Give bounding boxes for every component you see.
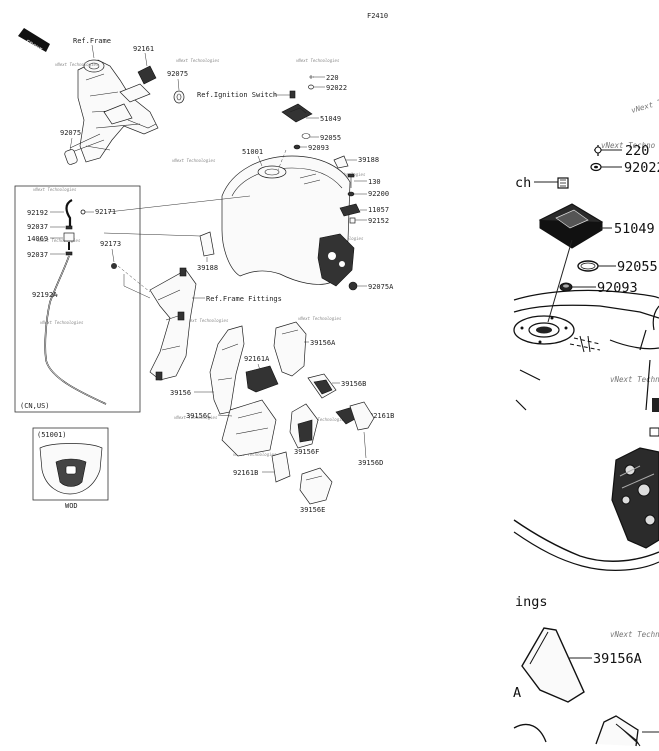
- panel-39156A: [273, 321, 307, 377]
- watermark: vNext Technologies: [233, 452, 277, 457]
- grommet-92075: [173, 90, 185, 104]
- front-arrow-icon: FRONT: [18, 28, 50, 54]
- part-92075-top: 92075: [167, 70, 188, 78]
- watermark: vNext Technologies: [37, 238, 81, 243]
- ref-frame-label: Ref.Frame: [73, 37, 111, 45]
- part-92161B: 92161B: [369, 412, 394, 420]
- zoom-fuel-pump: [611, 447, 659, 549]
- part-130: 130: [368, 178, 381, 186]
- zoom-panel-39156A: [521, 627, 585, 703]
- part-220: 220: [326, 74, 339, 82]
- watermark: vNext Technologies: [174, 415, 218, 420]
- screw-part: [289, 90, 296, 99]
- part-39188-top: 39188: [358, 156, 379, 164]
- fuel-tank-51001: [221, 149, 355, 287]
- part-92093: 92093: [308, 144, 329, 152]
- inset-region-label: (CN,US): [20, 402, 50, 410]
- zoom-watermark: vNext Techno: [610, 630, 659, 639]
- zoom-watermark: vNext Techno: [601, 141, 656, 150]
- part-39156C: 39156C: [186, 412, 211, 420]
- part-51049: 51049: [320, 115, 341, 123]
- figure-code: F2410: [367, 12, 388, 20]
- part-92161A: 92161A: [244, 355, 270, 363]
- filler-cap-51049: [281, 103, 313, 123]
- part-92161: 92161: [133, 45, 154, 53]
- part-39156E: 39156E: [300, 506, 325, 514]
- part-92022: 92022: [326, 84, 347, 92]
- zoom-part-92022: 92022: [624, 160, 659, 176]
- part-39156B: 39156B: [341, 380, 366, 388]
- watermark: vNext Technologies: [40, 320, 84, 325]
- part-14069: 14069: [27, 235, 48, 243]
- part-39156D: 39156D: [358, 459, 383, 467]
- zoom-watermark: vNext Techno: [630, 91, 659, 115]
- zoom-ch-text: ch: [515, 175, 531, 191]
- part-92192A: 92192A: [32, 291, 58, 299]
- pad-92161B-b: [271, 451, 291, 483]
- part-92075A: 92075A: [368, 283, 394, 291]
- part-39156A: 39156A: [310, 339, 336, 347]
- part-92152: 92152: [368, 217, 389, 225]
- zoom-part-220: 220: [625, 143, 649, 159]
- ref-frame-fittings-label: Ref.Frame Fittings: [206, 295, 282, 303]
- part-92037-a: 92037: [27, 223, 48, 231]
- panel-39156E: [299, 467, 333, 505]
- fitting-tag-label: (51001): [37, 431, 67, 439]
- watermark: vNext Technologies: [172, 158, 216, 163]
- filter-14069: [63, 232, 75, 242]
- part-92200: 92200: [368, 190, 389, 198]
- inset-cn-us-box: [14, 185, 141, 413]
- panel-39156: [209, 325, 245, 415]
- watermark: vNext Technologies: [55, 62, 99, 67]
- zoom-part-51049: 51049: [614, 221, 655, 237]
- frame-fittings-bracket: [149, 267, 197, 381]
- part-92161B-b: 92161B: [233, 469, 258, 477]
- watermark: vNext Technologies: [33, 187, 77, 192]
- ref-ignition-switch-label: Ref.Ignition Switch: [197, 91, 277, 99]
- grip-pad: [137, 65, 157, 85]
- panel-39156C: [221, 399, 277, 457]
- part-39156F: 39156F: [294, 448, 319, 456]
- zoom-a-text: A: [513, 685, 521, 701]
- part-92171: 92171: [95, 208, 116, 216]
- watermark: vNext Technologies: [296, 58, 340, 63]
- hose-92192A: [44, 255, 107, 405]
- zoom-part-92093: 92093: [597, 280, 638, 296]
- frame-assembly: [64, 59, 159, 165]
- pad-92161A: [245, 365, 279, 393]
- watermark: vNext Technologies: [176, 58, 220, 63]
- part-39188-bottom: 39188: [197, 264, 218, 272]
- zoomed-detail-view: vNext Techno vNext Techno vNext Techno v…: [513, 91, 659, 747]
- zoom-watermark: vNext Techno: [610, 375, 659, 384]
- watermark: vNext Technologies: [298, 316, 342, 321]
- zoom-part-39156A: 39156A: [593, 651, 642, 667]
- zoom-part-92055: 92055: [617, 259, 658, 275]
- watermark: vNext Technologies: [303, 417, 347, 422]
- part-11057: 11057: [368, 206, 389, 214]
- part-92075-left: 92075: [60, 129, 81, 137]
- part-92055: 92055: [320, 134, 341, 142]
- zoom-ings-text: ings: [515, 594, 548, 610]
- part-51001: 51001: [242, 148, 263, 156]
- model-tag-label: WOD: [65, 502, 78, 510]
- part-92192: 92192: [27, 209, 48, 217]
- part-92037-b: 92037: [27, 251, 48, 259]
- panel-39156D: [349, 401, 375, 431]
- part-39156: 39156: [170, 389, 191, 397]
- watermark: vNext Technologies: [185, 318, 229, 323]
- hose-92192: [65, 199, 73, 226]
- part-92173: 92173: [100, 240, 121, 248]
- inset-51001-box: [32, 427, 109, 501]
